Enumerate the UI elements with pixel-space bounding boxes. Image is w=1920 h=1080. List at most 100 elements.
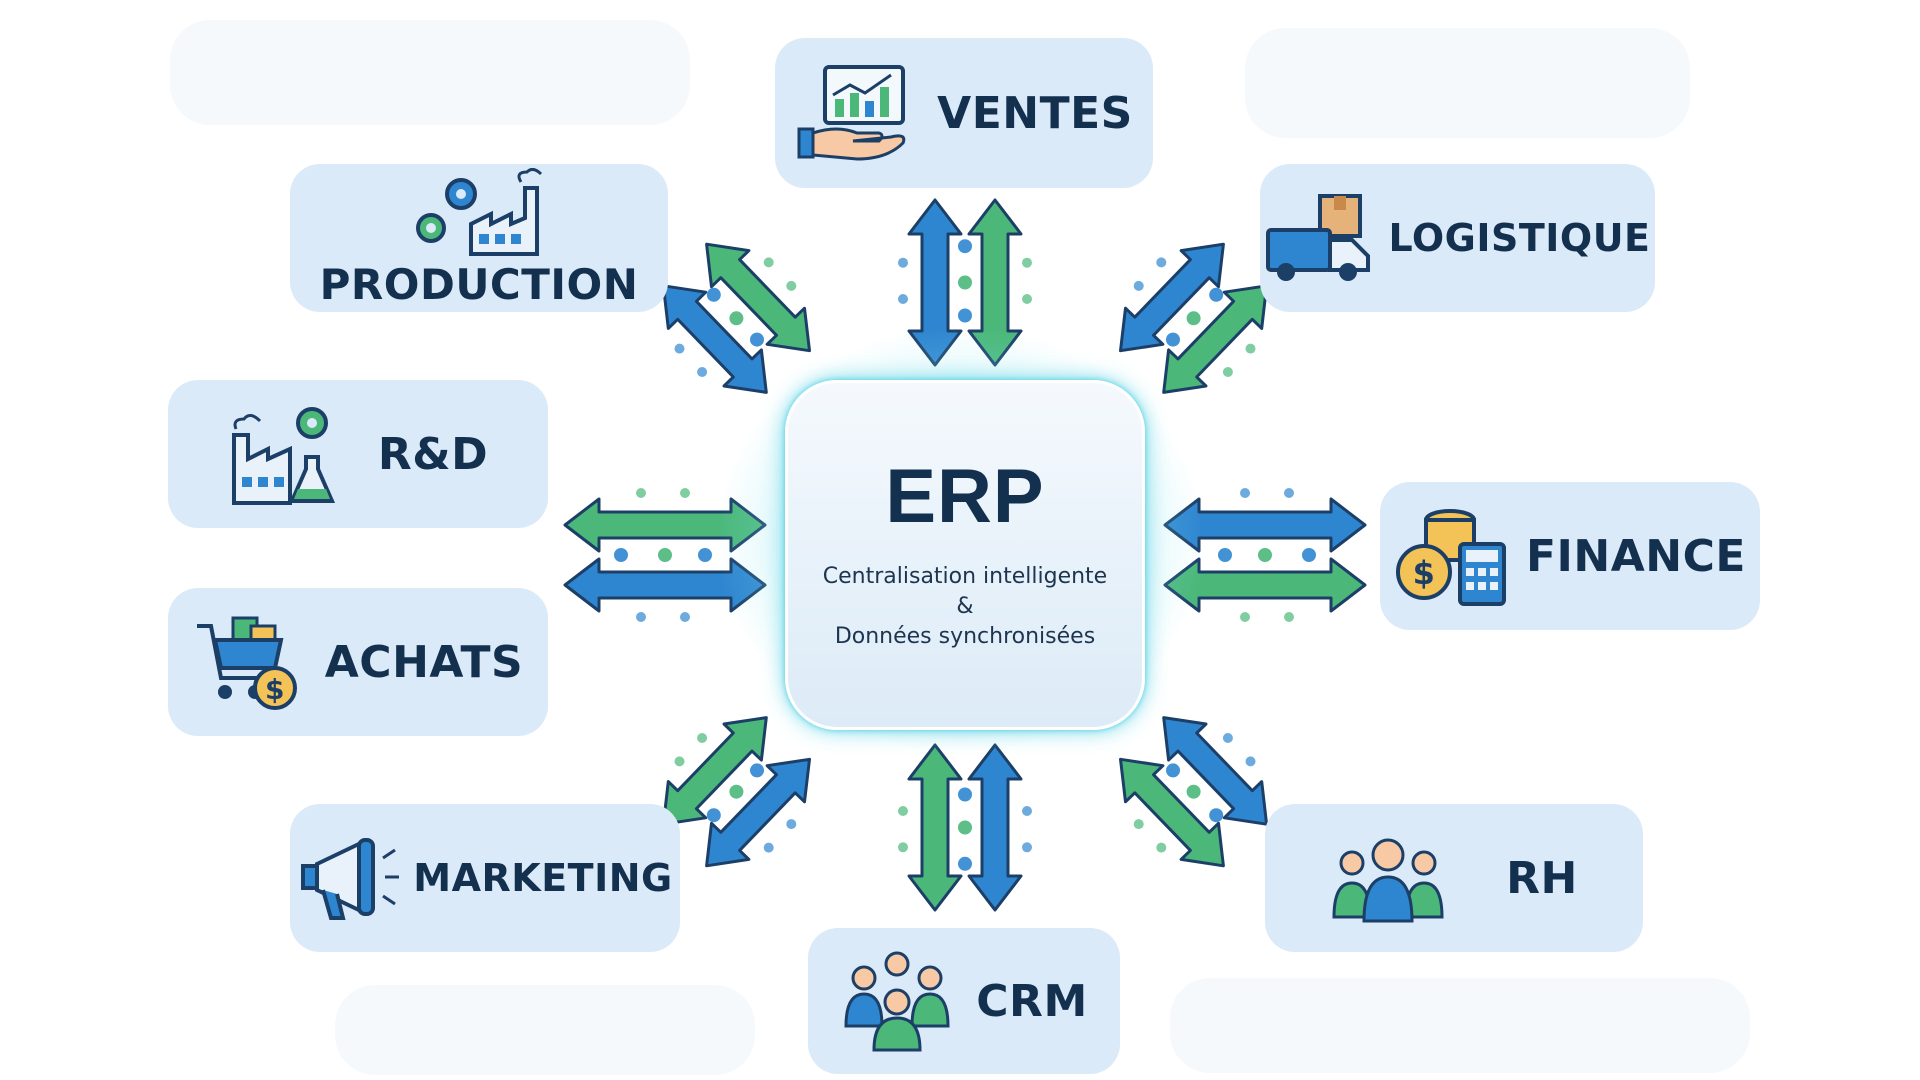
arrow-rh-green bbox=[1119, 757, 1225, 868]
hub-subtitle-line-1: Centralisation intelligente bbox=[822, 564, 1108, 589]
shopping-cart-icon: $ bbox=[196, 616, 297, 710]
module-logistique: LOGISTIQUE bbox=[1260, 164, 1655, 312]
background-blob bbox=[1245, 28, 1690, 138]
flow-dot-logistique-0 bbox=[1166, 332, 1180, 347]
flow-dot-ventes-3 bbox=[898, 294, 908, 304]
flow-dot-finance-6 bbox=[1284, 612, 1294, 622]
flow-dot-ventes-2 bbox=[958, 239, 972, 254]
flow-dot-logistique-2 bbox=[1209, 287, 1224, 302]
arrow-production-green bbox=[705, 242, 811, 353]
arrow-crm-green bbox=[907, 743, 963, 912]
flow-dot-logistique-4 bbox=[1156, 257, 1167, 268]
flow-dot-achats-3 bbox=[680, 612, 690, 622]
module-label-ventes: VENTES bbox=[937, 87, 1133, 139]
flow-dot-finance-2 bbox=[1302, 548, 1316, 562]
flow-dot-rh-1 bbox=[1186, 784, 1201, 799]
flow-dot-production-1 bbox=[729, 311, 744, 326]
flow-dot-logistique-5 bbox=[1222, 367, 1233, 377]
factory-gears-icon bbox=[416, 167, 543, 256]
coins-calculator-icon: $ bbox=[1396, 509, 1506, 606]
module-label-achats: ACHATS bbox=[324, 636, 524, 688]
sales-chart-hand-icon bbox=[797, 65, 906, 161]
flow-dot-production-3 bbox=[697, 367, 708, 377]
flow-dot-crm-6 bbox=[898, 842, 908, 853]
arrow-logistique-blue bbox=[1119, 242, 1225, 353]
flow-dot-logistique-1 bbox=[1186, 311, 1201, 326]
flow-dot-production-2 bbox=[706, 287, 721, 302]
flow-dot-finance-1 bbox=[1258, 548, 1272, 562]
team-people-icon bbox=[1332, 838, 1444, 923]
module-label-marketing: MARKETING bbox=[413, 856, 673, 900]
factory-lab-icon bbox=[231, 407, 335, 505]
flow-dot-crm-0 bbox=[958, 787, 972, 802]
module-achats: $ ACHATS bbox=[168, 588, 548, 736]
flow-dot-rh-0 bbox=[1166, 763, 1180, 778]
flow-dot-achats-1 bbox=[658, 548, 672, 562]
flow-dot-rh-3 bbox=[1222, 733, 1233, 743]
erp-hub: ERP Centralisation intelligente & Donnée… bbox=[785, 380, 1145, 730]
background-blob bbox=[335, 985, 755, 1075]
module-label-finance: FINANCE bbox=[1526, 530, 1746, 582]
module-crm: CRM bbox=[808, 928, 1120, 1074]
flow-dot-marketing-4 bbox=[763, 842, 774, 853]
flow-dot-ventes-5 bbox=[1022, 294, 1032, 304]
flow-dot-logistique-6 bbox=[1245, 343, 1256, 354]
flow-dot-marketing-2 bbox=[706, 808, 721, 823]
customer-group-icon bbox=[844, 951, 950, 1052]
flow-dot-achats-5 bbox=[680, 488, 690, 498]
flow-dot-production-5 bbox=[786, 280, 797, 291]
flow-dot-marketing-1 bbox=[729, 784, 744, 799]
module-label-logistique: LOGISTIQUE bbox=[1388, 216, 1651, 260]
delivery-truck-icon bbox=[1266, 194, 1371, 281]
flow-dot-logistique-3 bbox=[1133, 280, 1144, 291]
flow-dot-marketing-5 bbox=[697, 733, 708, 743]
flow-dot-crm-2 bbox=[958, 856, 972, 871]
flow-dot-finance-0 bbox=[1218, 548, 1232, 562]
flow-dot-ventes-6 bbox=[1022, 257, 1032, 268]
flow-dot-rh-5 bbox=[1133, 819, 1144, 830]
flow-dot-rh-6 bbox=[1156, 842, 1167, 853]
svg-text:$: $ bbox=[1413, 554, 1436, 592]
background-blob bbox=[1170, 978, 1750, 1073]
flow-dot-achats-0 bbox=[698, 548, 712, 562]
flow-dot-production-4 bbox=[674, 343, 685, 354]
flow-dot-production-0 bbox=[750, 332, 764, 347]
module-label-rh: RH bbox=[1506, 852, 1578, 904]
flow-dot-crm-1 bbox=[958, 820, 972, 835]
flow-dot-achats-4 bbox=[636, 612, 646, 622]
flow-dot-rh-4 bbox=[1245, 756, 1256, 767]
module-rd: R&D bbox=[168, 380, 548, 528]
flow-dot-crm-3 bbox=[1022, 806, 1032, 816]
flow-dot-production-6 bbox=[763, 257, 774, 268]
module-production: PRODUCTION bbox=[290, 164, 668, 312]
flow-dot-marketing-6 bbox=[674, 756, 685, 767]
flow-dot-finance-3 bbox=[1240, 488, 1250, 498]
module-finance: $ FINANCE bbox=[1380, 482, 1760, 630]
flow-dot-finance-5 bbox=[1240, 612, 1250, 622]
flow-dot-crm-5 bbox=[898, 806, 908, 816]
svg-text:$: $ bbox=[265, 673, 285, 706]
flow-dot-finance-4 bbox=[1284, 488, 1294, 498]
flow-dot-ventes-1 bbox=[958, 275, 972, 290]
module-ventes: VENTES bbox=[775, 38, 1153, 188]
flow-dot-crm-4 bbox=[1022, 842, 1032, 853]
module-marketing: MARKETING bbox=[290, 804, 680, 952]
flow-dot-achats-2 bbox=[614, 548, 628, 562]
module-label-rd: R&D bbox=[377, 428, 489, 480]
flow-dot-marketing-0 bbox=[750, 763, 764, 778]
background-blob bbox=[170, 20, 690, 125]
module-rh: RH bbox=[1265, 804, 1643, 952]
hub-subtitle-line-3: Données synchronisées bbox=[834, 624, 1096, 649]
module-label-crm: CRM bbox=[976, 975, 1088, 1027]
flow-dot-rh-2 bbox=[1209, 808, 1224, 823]
flow-dot-marketing-3 bbox=[786, 819, 797, 830]
arrow-crm-blue bbox=[967, 743, 1023, 912]
megaphone-icon bbox=[301, 838, 400, 920]
flow-dot-ventes-0 bbox=[958, 308, 972, 323]
hub-subtitle-line-2: & bbox=[956, 594, 974, 619]
arrow-marketing-blue bbox=[705, 757, 811, 868]
flow-dot-achats-6 bbox=[636, 488, 646, 498]
flow-dot-ventes-4 bbox=[898, 257, 908, 268]
